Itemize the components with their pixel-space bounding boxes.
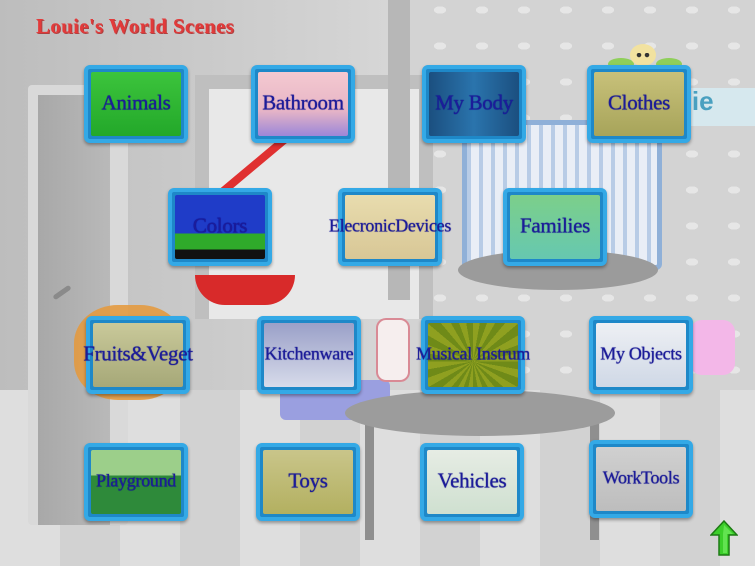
table-leg [365, 420, 374, 540]
scene-label: Musical Instrum [416, 343, 530, 364]
scene-thumbnail [93, 323, 183, 387]
up-arrow-icon[interactable] [710, 520, 738, 556]
baby-bottle [376, 318, 410, 382]
scene-label: Clothes [607, 90, 671, 115]
page-title: Louie's World Scenes [36, 14, 235, 38]
scene-thumbnail [91, 72, 181, 136]
scene-label: Colors [192, 213, 248, 238]
scene-thumbnail [264, 323, 354, 387]
pink-potty [690, 320, 735, 375]
scene-tile-bathroom[interactable]: Bathroom [251, 65, 355, 143]
scene-label: ElecronicDevices [328, 215, 452, 236]
scene-tile-playground[interactable]: Playground [84, 443, 188, 521]
scene-label: Fruits&Veget [83, 341, 193, 366]
scene-label: Families [520, 213, 590, 238]
scene-thumbnail [428, 323, 518, 387]
scene-thumbnail [429, 72, 519, 136]
scene-label: Toys [288, 468, 328, 493]
scene-thumbnail [175, 195, 265, 259]
scene-thumbnail [258, 72, 348, 136]
scene-tile-vehicles[interactable]: Vehicles [420, 443, 524, 521]
scene-tile-elecronicdevices[interactable]: ElecronicDevices [329, 188, 451, 266]
scene-thumbnail [510, 195, 600, 259]
scene-thumbnail [345, 195, 435, 259]
scene-tile-toys[interactable]: Toys [256, 443, 360, 521]
scene-label: Playground [96, 470, 176, 491]
scene-tile-my-body[interactable]: My Body [422, 65, 526, 143]
scene-tile-colors[interactable]: Colors [168, 188, 272, 266]
scene-tile-musical-instrum[interactable]: Musical Instrum [416, 316, 530, 394]
table-top [345, 390, 615, 436]
scene-tile-fruits-veget[interactable]: Fruits&Veget [83, 316, 193, 394]
scene-tile-animals[interactable]: Animals [84, 65, 188, 143]
scene-label: WorkTools [602, 467, 680, 488]
scene-tile-worktools[interactable]: WorkTools [589, 440, 693, 518]
bug-eyes-icon [636, 53, 650, 58]
scene-label: Vehicles [437, 468, 507, 493]
scene-tile-kitchenware[interactable]: Kitchenware [257, 316, 361, 394]
scene-label: Bathroom [262, 90, 344, 115]
scene-thumbnail [91, 450, 181, 514]
scene-label: Animals [101, 90, 171, 115]
scene-thumbnail [427, 450, 517, 514]
scene-thumbnail [596, 323, 686, 387]
scene-tile-my-objects[interactable]: My Objects [589, 316, 693, 394]
scene-thumbnail [594, 72, 684, 136]
scene-thumbnail [596, 447, 686, 511]
stroller-seat [195, 275, 295, 305]
scene-label: My Body [435, 90, 513, 115]
scene-tile-families[interactable]: Families [503, 188, 607, 266]
scene-label: Kitchenware [264, 343, 354, 364]
scene-thumbnail [263, 450, 353, 514]
scene-label: My Objects [600, 343, 682, 364]
scene-tile-clothes[interactable]: Clothes [587, 65, 691, 143]
